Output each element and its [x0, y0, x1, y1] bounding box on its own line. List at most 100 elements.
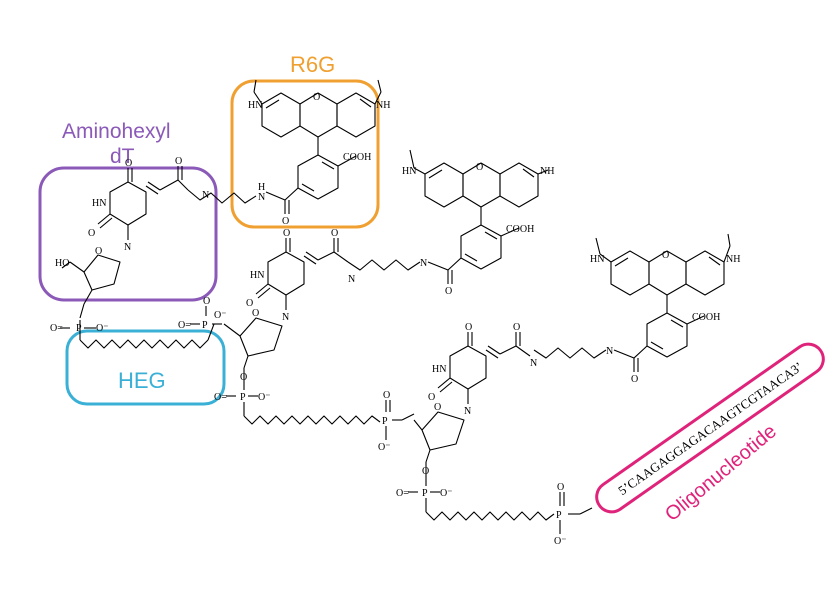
phosphate-o-minus-2b: O⁻	[258, 392, 271, 403]
amide-o-2: O	[445, 286, 452, 297]
phosphate-o-minus-2a: O⁻	[214, 310, 227, 321]
uracil-hn-2: HN	[250, 270, 264, 281]
amide-h-1: H	[258, 182, 265, 193]
xanthene-o-3: O	[662, 250, 669, 261]
r6g-xanthene-core-2	[409, 149, 549, 208]
uracil-n-3: N	[464, 406, 471, 417]
r6g-xanthene-core-3	[595, 233, 731, 296]
phosphate-2c	[385, 400, 415, 440]
ribose-o-2: O	[252, 308, 259, 319]
benzoic-ring-1	[265, 137, 357, 214]
structure-unit-2: O HN NH COOH O N N O	[178, 149, 554, 453]
ribose-oh-1: HO	[55, 258, 69, 269]
phosphate-p-2c: P	[382, 416, 388, 427]
phosphate-p-2a: P	[202, 320, 208, 331]
phosphate-2b	[226, 368, 258, 416]
phosphate-o-minus-1: O⁻	[96, 323, 109, 334]
phosphate-o-minus-3a: O⁻	[440, 488, 453, 499]
amide-n-3: N	[606, 346, 613, 357]
deoxyribose-ring-1	[61, 254, 121, 319]
aminohexyl-label-line1: Aminohexyl	[62, 120, 171, 143]
heg-chain-3	[425, 511, 555, 521]
heg-chain-1	[79, 339, 209, 349]
structure-unit-1: O HN NH COOH O H N N O	[50, 79, 390, 349]
linker-n-1: N	[202, 190, 209, 201]
uracil-n-1: N	[124, 242, 131, 253]
alkene-amide-1	[145, 166, 189, 195]
phosphate-o-minus-2c: O⁻	[378, 442, 391, 453]
cooh-group-2: COOH	[506, 224, 534, 235]
hexyl-linker-2	[347, 259, 421, 271]
phosphate-o-eq-2b: O=	[214, 392, 227, 403]
xanthene-o-1: O	[313, 92, 320, 103]
aminohexyl-label-line2: dT	[110, 145, 135, 168]
oligonucleotide-label: Oligonucleotide	[661, 420, 781, 525]
uracil-ring-3	[437, 332, 487, 404]
alkene-o-3: O	[513, 322, 520, 333]
phosphate-o-link-3a: O	[422, 466, 429, 477]
phosphate-p-3b: P	[556, 510, 562, 521]
iminium-hn-3: HN	[590, 254, 604, 265]
phosphate-o-minus-3b: O⁻	[554, 536, 567, 547]
uracil-ring-1	[97, 168, 147, 240]
phosphate-o-top-3b: O	[557, 482, 564, 493]
amide-o-3: O	[631, 374, 638, 385]
phosphate-3b	[559, 492, 593, 534]
phosphate-p-3a: P	[422, 488, 428, 499]
uracil-o-bottom-1: O	[88, 228, 95, 239]
alkene-amide-2	[303, 238, 349, 265]
uracil-o-bottom-3: O	[428, 392, 435, 403]
cooh-group-3: COOH	[692, 312, 720, 323]
r6g-label: R6G	[290, 52, 335, 77]
uracil-ring-2	[255, 238, 305, 310]
uracil-o-top-1: O	[125, 158, 132, 169]
uracil-o-top-2: O	[283, 228, 290, 239]
ribose-o-1: O	[95, 246, 102, 257]
iminium-hn-2: HN	[402, 166, 416, 177]
hexyl-linker-1	[187, 189, 257, 204]
phosphate-p-1: P	[76, 323, 82, 334]
amine-nh-1: NH	[376, 100, 390, 111]
uracil-o-top-3: O	[465, 322, 472, 333]
xanthene-o-2: O	[476, 162, 483, 173]
phosphate-o-eq-3a: O=	[396, 488, 409, 499]
alkene-o-2: O	[331, 228, 338, 239]
heg-label: HEG	[118, 368, 166, 393]
uracil-n-2: N	[282, 312, 289, 323]
hexyl-linker-3	[533, 347, 607, 359]
phosphate-o-link-2b: O	[240, 372, 247, 383]
uracil-o-bottom-2: O	[246, 298, 253, 309]
deoxyribose-ring-3	[413, 411, 465, 463]
r6g-xanthene-core-1	[253, 79, 382, 138]
phosphate-o-eq-1: O=	[50, 323, 63, 334]
heg-highlight-box	[65, 329, 226, 406]
r6g-highlight-box	[230, 79, 380, 229]
linker-n-2: N	[348, 274, 355, 285]
phosphate-1	[60, 320, 96, 340]
phosphate-o-eq-2a: O=	[178, 320, 191, 331]
structure-unit-3: O HN NH COOH O N N O	[396, 233, 740, 547]
uracil-hn-1: HN	[92, 198, 106, 209]
phosphate-p-2b: P	[240, 392, 246, 403]
phosphate-o-top-2a: O	[203, 296, 210, 307]
alkene-o-1: O	[175, 156, 182, 167]
amide-n-1: N	[258, 192, 265, 203]
phosphate-2a	[190, 306, 222, 325]
deoxyribose-ring-2	[223, 317, 283, 369]
amine-nh-3: NH	[726, 254, 740, 265]
ribose-o-3: O	[434, 402, 441, 413]
linker-n-3: N	[530, 358, 537, 369]
heg-chain-2	[243, 415, 381, 425]
benzoic-ring-2	[427, 207, 520, 284]
cooh-group-1: COOH	[343, 152, 371, 163]
alkene-amide-3	[485, 332, 531, 359]
amide-n-2: N	[420, 258, 427, 269]
phosphate-3a	[408, 462, 440, 512]
amide-o-1: O	[282, 216, 289, 227]
heg-to-phosphate-1	[207, 323, 215, 341]
phosphate-o-top-2c: O	[383, 390, 390, 401]
uracil-hn-3: HN	[432, 364, 446, 375]
amine-nh-2: NH	[540, 166, 554, 177]
benzoic-ring-3	[613, 295, 705, 372]
